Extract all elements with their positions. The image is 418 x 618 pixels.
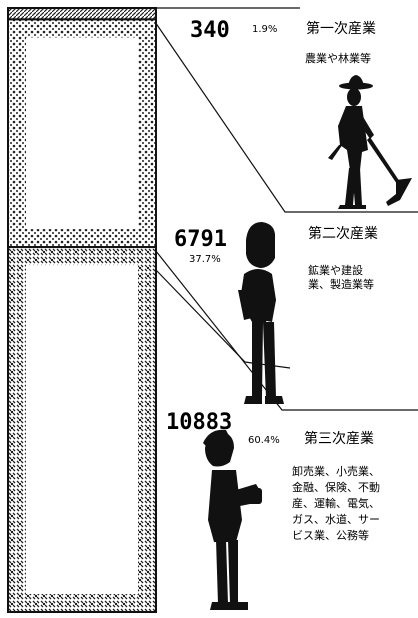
desc-secondary-line2: 業、製造業等 bbox=[308, 277, 374, 291]
desc-tertiary-line2: 金融、保険、不動 bbox=[292, 480, 380, 494]
desc-tertiary-line5: ビス業、公務等 bbox=[292, 528, 369, 542]
worker-icon bbox=[238, 222, 284, 404]
value-label-primary: 340 bbox=[190, 18, 230, 43]
stacked-column bbox=[7, 7, 157, 613]
leader-primary-bottom bbox=[155, 23, 418, 213]
category-label-primary: 第一次産業 bbox=[306, 20, 376, 37]
bar-segment-secondary-panel bbox=[26, 37, 138, 230]
labels: 340 1.9% 第一次産業 農業や林業等 6791 37.7% 第二次産業 鉱… bbox=[166, 18, 380, 542]
service-worker-icon bbox=[203, 429, 262, 610]
value-label-secondary: 6791 bbox=[174, 227, 227, 252]
category-label-secondary: 第二次産業 bbox=[308, 225, 378, 242]
farmer-icon bbox=[328, 75, 412, 209]
bar-segment-primary bbox=[7, 7, 157, 21]
percent-label-tertiary: 60.4% bbox=[248, 435, 280, 446]
desc-secondary-line1: 鉱業や建設 bbox=[308, 263, 363, 277]
leader-lines bbox=[155, 7, 418, 411]
percent-label-secondary: 37.7% bbox=[189, 254, 221, 265]
desc-tertiary-line4: ガス、水道、サー bbox=[292, 512, 380, 526]
category-label-tertiary: 第三次産業 bbox=[304, 430, 374, 447]
bar-segment-tertiary-panel bbox=[26, 265, 138, 594]
percent-label-primary: 1.9% bbox=[252, 24, 277, 35]
desc-tertiary-line1: 卸売業、小売業、 bbox=[292, 464, 380, 478]
desc-primary-line1: 農業や林業等 bbox=[305, 51, 371, 65]
desc-tertiary-line3: 産、運輸、電気、 bbox=[292, 496, 380, 510]
leader-tertiary bbox=[155, 250, 418, 411]
